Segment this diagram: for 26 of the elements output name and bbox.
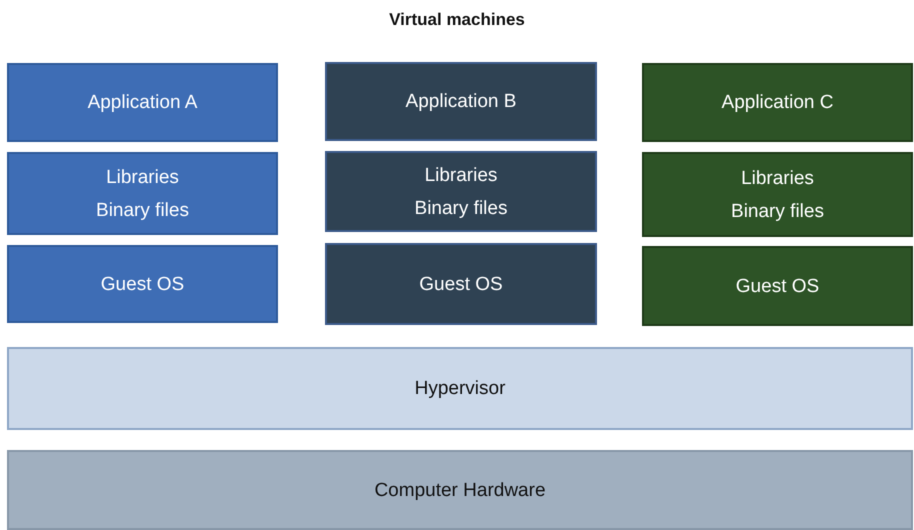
layer-label: Application C: [722, 93, 834, 112]
layer-label: Hypervisor: [414, 379, 506, 398]
layer-box: [325, 62, 597, 141]
layer-label: Binary files: [731, 202, 824, 220]
layer-label: Libraries: [106, 168, 179, 186]
layer-box: [325, 151, 597, 232]
layer-box: [7, 152, 278, 235]
layer-label: Guest OS: [100, 274, 184, 294]
layer-label: Computer Hardware: [374, 480, 546, 500]
layer-box: [642, 152, 913, 237]
layer-box: [7, 450, 913, 530]
diagram-title: Virtual machines: [388, 10, 526, 30]
layer-box: [7, 347, 913, 430]
layer-label: Application A: [88, 93, 198, 112]
layer-label: Binary files: [96, 200, 189, 220]
layer-box: [642, 63, 913, 142]
layer-box: [7, 63, 278, 142]
layer-box: [325, 243, 597, 325]
layer-label: Application B: [406, 92, 516, 111]
layer-box: [7, 245, 278, 323]
layer-label: Guest OS: [736, 276, 820, 296]
layer-label: Libraries: [424, 166, 498, 184]
layer-label: Libraries: [741, 168, 814, 188]
layer-label: Binary files: [414, 198, 508, 218]
layer-label: Guest OS: [419, 274, 503, 294]
layer-box: [642, 246, 913, 326]
